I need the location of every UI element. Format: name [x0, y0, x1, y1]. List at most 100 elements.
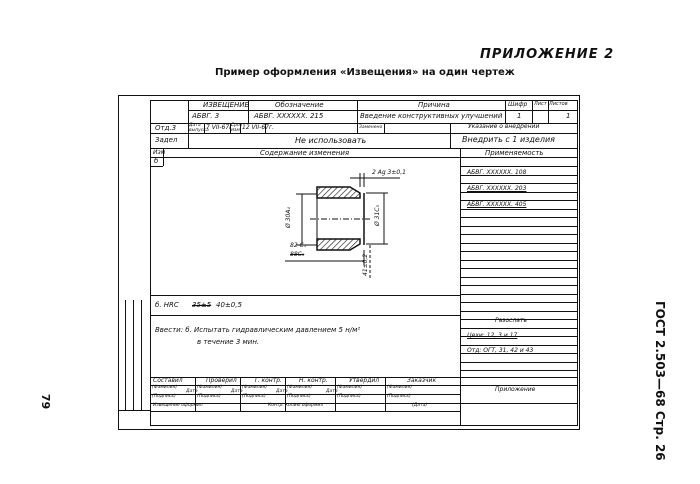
enter-line-2: в течение 3 мин. [197, 338, 260, 346]
distribute-item: Цехи: 12, 3 и 17 [467, 332, 518, 339]
code-value: 1 [517, 112, 522, 120]
sig-signature: (Подпись) [197, 394, 221, 399]
sig-header: Т. контр. [254, 377, 282, 384]
sig-signature: (Подпись) [287, 394, 311, 399]
applicability-row-line [460, 277, 578, 278]
applicability-row-line [460, 353, 578, 354]
sig-surname: (Фамилия) [337, 385, 362, 390]
distribute-item: Отд: ОГТ, 31, 42 и 43 [467, 347, 534, 354]
applicability-row-line [460, 183, 578, 184]
sig-surname: (Фамилия) [197, 385, 222, 390]
applicability-row-line [460, 302, 578, 303]
sig-signature: (Подпись) [337, 394, 361, 399]
dim-bottom-2: 88C₅ [290, 251, 305, 258]
sig-header: Заказчик [407, 377, 437, 384]
applicability-row-line [460, 294, 578, 295]
sig-surname: (Фамилия) [287, 385, 312, 390]
applicability-item: АБВГ. XXXXXX. 203 [467, 185, 527, 192]
dim-top: 2 Ag 3±0,1 [372, 169, 406, 176]
applicability-row-line [460, 370, 578, 371]
applicability-row-line [460, 243, 578, 244]
code-header: Шифр [508, 101, 528, 108]
sig-header: Н. контр. [299, 377, 328, 384]
dim-side: 41±0,2 [362, 253, 369, 276]
sig-signature: (Подпись) [152, 394, 176, 399]
dim-left: Ø 30A₄ [285, 207, 292, 228]
sig-date: Дата [326, 389, 338, 394]
applicability-row-line [460, 200, 578, 201]
sig-surname: (Фамилия) [242, 385, 267, 390]
change-no-header: Изм [153, 149, 166, 156]
applicability-item: АБВГ. XXXXXX. 405 [467, 201, 527, 208]
reason-value: Введение конструктивных улучшений [360, 112, 503, 120]
form-frame [118, 95, 580, 430]
content-header: Содержание изменения [260, 149, 350, 157]
term-value: 12 VII-67г. [242, 124, 275, 131]
applicability-row-line [460, 268, 578, 269]
date-label: (Дата) [412, 403, 428, 408]
sig-surname: (Фамилия) [387, 385, 412, 390]
reason-header: Причина [418, 101, 450, 109]
distribute-label: Разослать [495, 317, 527, 324]
issued-by-label: Извещение оформил [153, 403, 203, 408]
page-number: 79 [39, 393, 53, 410]
designation-header: Обозначение [275, 101, 324, 109]
applicability-row-line [460, 192, 578, 193]
applicability-row-line [460, 285, 578, 286]
control-copy-label: Контр. копию оформил [268, 403, 324, 408]
hrc-prefix: б. HRC [155, 301, 179, 309]
part-drawing [285, 173, 400, 280]
change-index: б [154, 157, 159, 165]
sheet-header: Лист [534, 101, 547, 107]
applicability-row-line [460, 226, 578, 227]
applicability-item: АБВГ. XXXXXX. 108 [467, 169, 527, 176]
sig-signature: (Подпись) [242, 394, 266, 399]
backlog-value: Не использовать [295, 136, 367, 145]
sig-header: Составил [153, 377, 183, 384]
notice-header: ИЗВЕЩЕНИЕ [203, 101, 249, 109]
standard-label: ГОСТ 2.503—68 Стр. 26 [653, 301, 667, 461]
applicability-row-line [460, 166, 578, 167]
applicability-row-line [460, 336, 578, 337]
sig-header: Утвердил [349, 377, 380, 384]
applicability-row-line [460, 362, 578, 363]
applicability-row-line [460, 319, 578, 320]
applicability-row-line [460, 260, 578, 261]
applicability-row-line [460, 209, 578, 210]
applicability-row-line [460, 217, 578, 218]
sig-date: Дата [276, 389, 288, 394]
sig-date: Дата [186, 389, 198, 394]
sig-signature: (Подпись) [387, 394, 411, 399]
applicability-row-line [460, 251, 578, 252]
applicability-row-line [460, 345, 578, 346]
sig-surname: (Фамилия) [152, 385, 177, 390]
department: Отд.3 [155, 124, 177, 132]
applicability-row-line [460, 328, 578, 329]
dim-bottom-1: 82 C₅ [290, 242, 307, 249]
hrc-new: 40±0,5 [216, 301, 242, 309]
designation-value: АБВГ. XXXXXX. 215 [254, 112, 324, 120]
replaced-label: Заменено [359, 125, 383, 130]
implementation-value: Внедрить с 1 изделия [462, 135, 555, 144]
issue-date-label: Дата выпуска [189, 123, 209, 133]
applicability-header: Применяемость [485, 149, 544, 157]
sig-header: Проверил [206, 377, 237, 384]
applicability-row-line [460, 175, 578, 176]
backlog-label: Задел [155, 136, 178, 144]
dim-right: Ø 31C₃ [374, 205, 381, 226]
applicability-row-line [460, 234, 578, 235]
sig-date: Дата [231, 389, 243, 394]
sheets-header: Листов [549, 101, 568, 107]
notice-number: АБВГ. 3 [192, 112, 220, 120]
implementation-label: Указание о внедрении [468, 123, 540, 130]
applicability-row-line [460, 311, 578, 312]
issue-date: 7 VII-67г. [206, 124, 235, 131]
enter-line-1: Ввести: б. Испытать гидравлическим давле… [155, 326, 361, 334]
page-title: Пример оформления «Извещения» на один че… [215, 67, 515, 78]
appendix-label: ПРИЛОЖЕНИЕ 2 [480, 47, 615, 62]
attachment-label: Приложение [495, 386, 536, 393]
form-table [150, 100, 578, 426]
term-label: Срок изм. [231, 123, 243, 133]
sheets-value: 1 [566, 112, 571, 120]
